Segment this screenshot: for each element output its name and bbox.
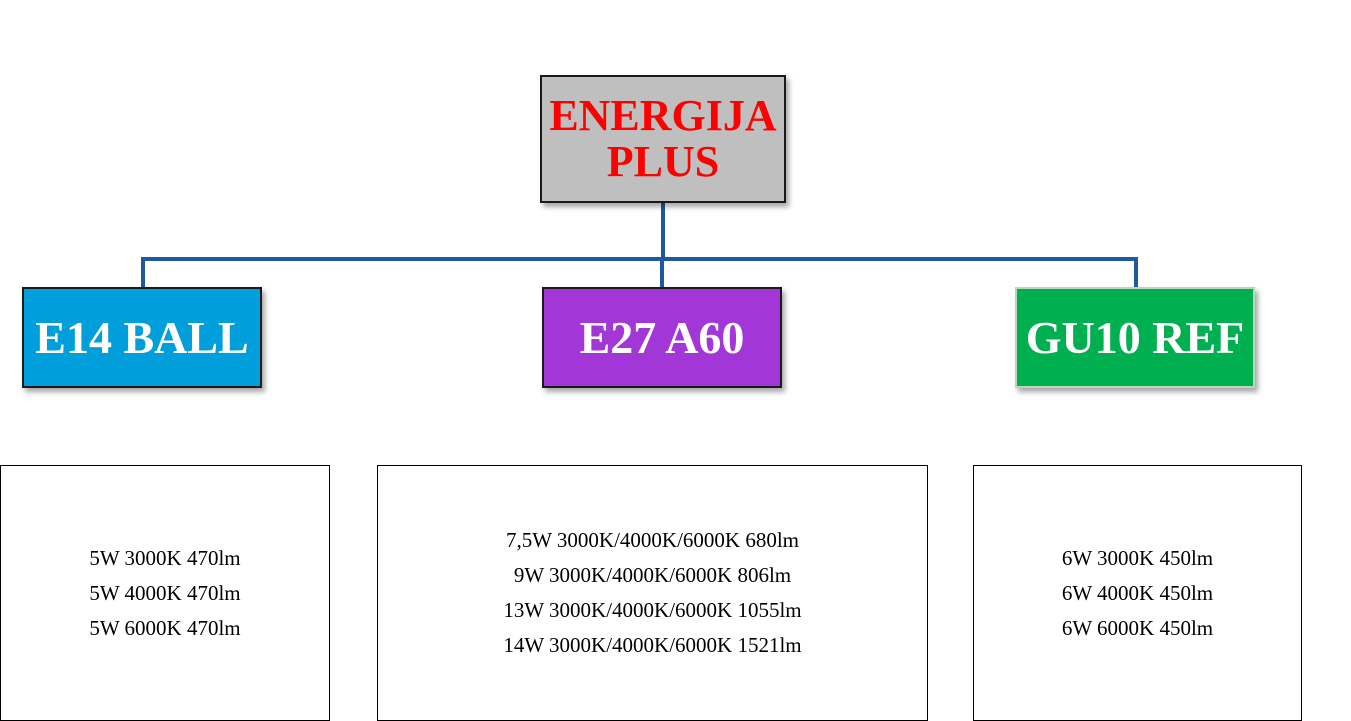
spec-box-gu10-ref: 6W 3000K 450lm 6W 4000K 450lm 6W 6000K 4… bbox=[973, 465, 1302, 721]
spec-line: 13W 3000K/4000K/6000K 1055lm bbox=[503, 598, 802, 622]
spec-line: 7,5W 3000K/4000K/6000K 680lm bbox=[505, 528, 800, 552]
spec-line: 14W 3000K/4000K/6000K 1521lm bbox=[503, 633, 802, 657]
node-e14-ball-label: E14 BALL bbox=[35, 312, 249, 363]
node-e14-ball: E14 BALL bbox=[22, 287, 262, 388]
spec-box-e27-a60: 7,5W 3000K/4000K/6000K 680lm 9W 3000K/40… bbox=[377, 465, 928, 721]
spec-line: 6W 4000K 450lm bbox=[1061, 580, 1214, 605]
spec-line: 6W 6000K 450lm bbox=[1061, 615, 1214, 640]
node-e27-a60: E27 A60 bbox=[542, 287, 782, 388]
spec-line: 5W 6000K 470lm bbox=[89, 615, 241, 640]
node-e27-a60-label: E27 A60 bbox=[579, 312, 745, 363]
root-node-energija-plus: ENERGIJA PLUS bbox=[540, 75, 786, 203]
spec-line: 5W 4000K 470lm bbox=[89, 580, 241, 605]
spec-box-e14-ball: 5W 3000K 470lm 5W 4000K 470lm 5W 6000K 4… bbox=[0, 465, 330, 721]
spec-line: 9W 3000K/4000K/6000K 806lm bbox=[513, 563, 792, 587]
root-title-line2: PLUS bbox=[606, 137, 720, 186]
spec-line: 5W 3000K 470lm bbox=[89, 545, 241, 570]
spec-line: 6W 3000K 450lm bbox=[1061, 545, 1214, 570]
node-gu10-ref: GU10 REF bbox=[1015, 287, 1255, 388]
root-title-line1: ENERGIJA bbox=[549, 91, 777, 140]
node-gu10-ref-label: GU10 REF bbox=[1025, 312, 1245, 363]
